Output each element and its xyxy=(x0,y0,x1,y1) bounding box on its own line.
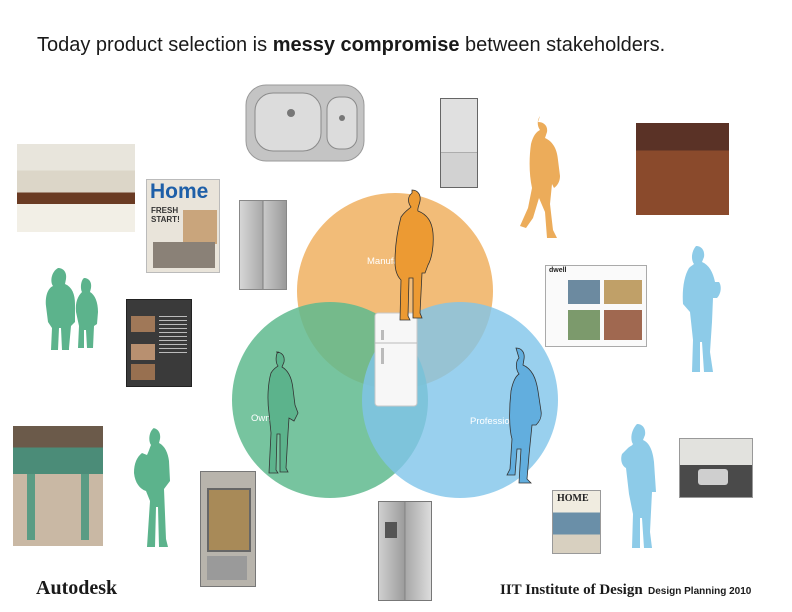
title-emphasis: messy compromise xyxy=(272,34,460,56)
home-magazine-masthead: Home xyxy=(150,180,209,203)
iit-institute-of-design-logo: IIT Institute of Design xyxy=(500,582,643,598)
manufacturer-person-silhouette xyxy=(394,189,434,321)
owner-couple-silhouette xyxy=(45,268,98,350)
professional-phone-person-silhouette xyxy=(621,424,656,548)
french-door-fridge-photo xyxy=(378,501,432,601)
title-prefix: Today product selection is xyxy=(37,34,273,56)
autodesk-logo: Autodesk xyxy=(36,577,118,599)
owner-person-silhouette xyxy=(267,351,299,474)
home-book-cover: HOME xyxy=(552,490,601,554)
stainless-fridge-photo xyxy=(239,200,287,290)
venn-label-owner: Owner xyxy=(251,413,279,424)
panel-fridge-photo xyxy=(440,98,478,188)
professional-person-silhouette xyxy=(506,347,542,484)
slide-title: Today product selection is messy comprom… xyxy=(37,34,665,57)
title-suffix: between stakeholders. xyxy=(459,34,666,56)
double-sink-image xyxy=(245,84,365,162)
hardwood-floor-photo xyxy=(636,123,729,215)
kitchen-island-photo xyxy=(17,144,135,232)
home-magazine-cover: Home FRESH START! xyxy=(146,179,220,273)
butcher-block-table-photo xyxy=(13,426,103,546)
dwell-website-screenshot: dwell xyxy=(545,265,647,347)
manufacturer-walking-person-silhouette xyxy=(520,116,560,238)
dark-website-screenshot xyxy=(126,299,192,387)
venn-label-professional: Professional xyxy=(470,416,522,427)
dwell-masthead: dwell xyxy=(549,267,567,274)
design-planning-label: Design Planning 2010 xyxy=(648,586,752,597)
kitchen-sink-photo xyxy=(679,438,753,498)
home-book-masthead: HOME xyxy=(557,493,589,504)
glass-door-fridge-photo xyxy=(200,471,256,587)
owner-parent-child-silhouette xyxy=(134,428,170,547)
home-magazine-coverline: FRESH START! xyxy=(151,206,180,224)
center-refrigerator-image xyxy=(374,312,418,407)
professional-standing-person-silhouette xyxy=(682,246,721,372)
